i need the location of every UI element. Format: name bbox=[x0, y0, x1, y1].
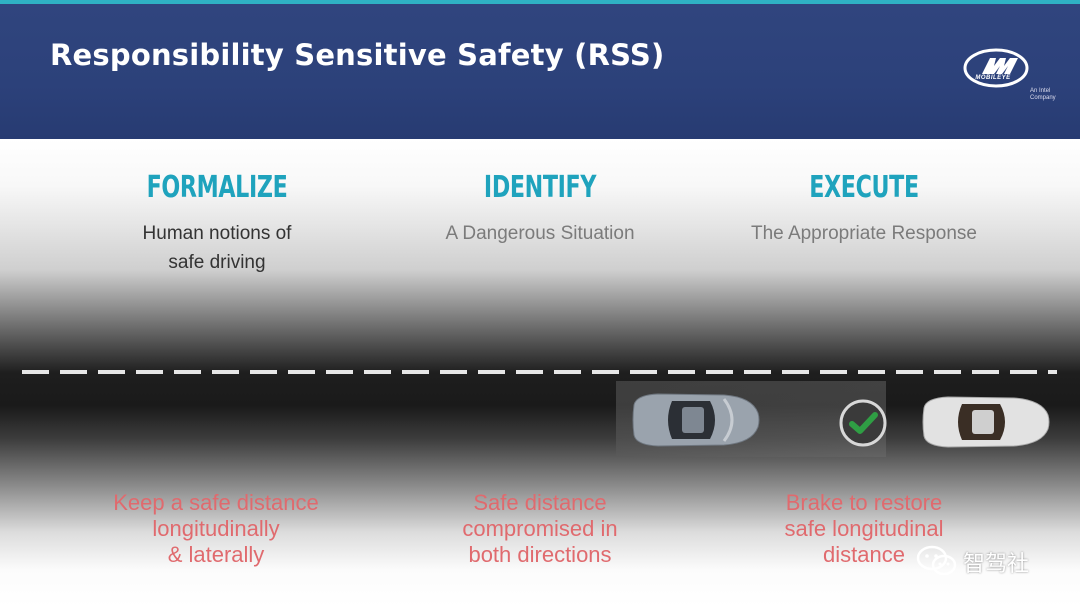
column-heading: FORMALIZE bbox=[106, 170, 328, 205]
slide-header: Responsibility Sensitive Safety (RSS) MO… bbox=[0, 4, 1080, 139]
logo-wordmark: MOBILEYE bbox=[968, 75, 1018, 81]
column-heading: IDENTIFY bbox=[429, 170, 651, 205]
mobileye-logo-icon bbox=[962, 44, 1032, 94]
slide-title: Responsibility Sensitive Safety (RSS) bbox=[50, 38, 664, 72]
column-formalize: FORMALIZE Human notions of safe driving bbox=[67, 170, 367, 277]
caption-identify: Safe distance compromised in both direct… bbox=[390, 490, 690, 568]
watermark: 智驾社 bbox=[916, 540, 1056, 580]
column-subtitle: Human notions of safe driving bbox=[67, 219, 367, 277]
column-subtitle: The Appropriate Response bbox=[714, 219, 1014, 248]
mobileye-logo: MOBILEYE An Intel Company bbox=[962, 44, 1062, 106]
car-icon bbox=[918, 393, 1052, 451]
check-circle-icon bbox=[838, 398, 888, 448]
wechat-icon bbox=[916, 544, 958, 578]
car-icon bbox=[628, 389, 762, 451]
lane-divider bbox=[22, 370, 1057, 374]
logo-tagline: An Intel Company bbox=[1030, 88, 1056, 102]
column-execute: EXECUTE The Appropriate Response bbox=[714, 170, 1014, 248]
column-subtitle: A Dangerous Situation bbox=[390, 219, 690, 248]
column-heading: EXECUTE bbox=[753, 170, 975, 205]
column-identify: IDENTIFY A Dangerous Situation bbox=[390, 170, 690, 248]
watermark-text: 智驾社 bbox=[963, 546, 1029, 578]
caption-formalize: Keep a safe distance longitudinally & la… bbox=[66, 490, 366, 568]
